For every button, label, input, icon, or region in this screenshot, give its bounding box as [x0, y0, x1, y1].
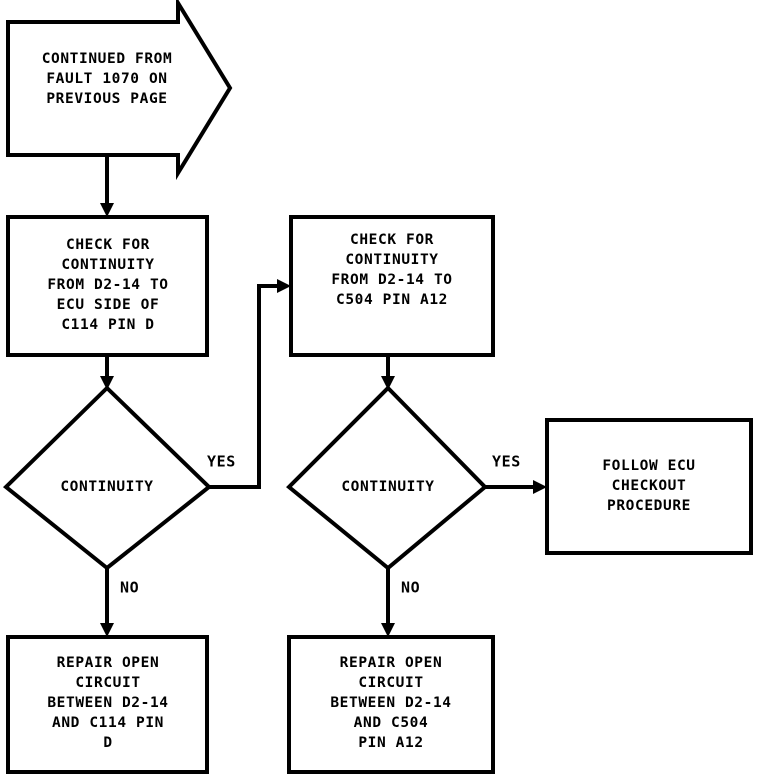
check-c504-line-3: FROM D2-14 TO — [331, 272, 452, 288]
repair-c504-box — [287, 635, 495, 774]
check-c114-line-1: CHECK FOR — [66, 237, 150, 253]
check-c114-line-4: ECU SIDE OF — [57, 297, 160, 313]
node-repair-c114: REPAIR OPEN CIRCUIT BETWEEN D2-14 AND C1… — [6, 635, 209, 774]
repair-c504-line-5: PIN A12 — [358, 735, 423, 751]
repair-c114-line-5: D — [103, 735, 112, 751]
check-c504-line-2: CONTINUITY — [345, 252, 438, 268]
repair-c114-line-4: AND C114 PIN — [52, 715, 164, 731]
connector-no-left: NO — [100, 568, 139, 637]
edge-label-yes-right: YES — [492, 453, 521, 471]
check-c114-line-2: CONTINUITY — [61, 257, 154, 273]
repair-c504-line-2: CIRCUIT — [358, 675, 423, 691]
arrow-head-down-icon — [100, 203, 114, 217]
node-follow-ecu: FOLLOW ECU CHECKOUT PROCEDURE — [545, 418, 753, 555]
continued-banner-line-3: PREVIOUS PAGE — [46, 91, 167, 107]
connector-yes-left: YES — [207, 279, 291, 489]
repair-c114-line-3: BETWEEN D2-14 — [47, 695, 168, 711]
check-c504-line-4: C504 PIN A12 — [336, 292, 448, 308]
edge-label-no-left: NO — [120, 579, 139, 597]
check-c114-line-5: C114 PIN D — [61, 317, 154, 333]
connector-banner-to-check-c114 — [100, 155, 114, 217]
continued-banner-line-2: FAULT 1070 ON — [46, 71, 167, 87]
node-check-c114: CHECK FOR CONTINUITY FROM D2-14 TO ECU S… — [6, 215, 209, 357]
node-check-c504: CHECK FOR CONTINUITY FROM D2-14 TO C504 … — [289, 215, 495, 357]
repair-c114-line-2: CIRCUIT — [75, 675, 140, 691]
decision-right-label: CONTINUITY — [341, 479, 434, 495]
follow-ecu-line-1: FOLLOW ECU — [602, 458, 695, 474]
follow-ecu-box — [545, 418, 753, 555]
arrow-head-right-icon — [533, 480, 547, 494]
node-continued-banner: CONTINUED FROM FAULT 1070 ON PREVIOUS PA… — [6, 0, 233, 181]
decision-left-shape — [2, 385, 213, 571]
arrow-head-down-icon — [381, 376, 395, 390]
repair-c504-line-1: REPAIR OPEN — [340, 655, 443, 671]
check-c504-line-1: CHECK FOR — [350, 232, 434, 248]
repair-c114-box — [6, 635, 209, 774]
follow-ecu-line-3: PROCEDURE — [607, 498, 691, 514]
node-decision-right: CONTINUITY — [286, 385, 488, 571]
node-decision-left: CONTINUITY — [2, 385, 213, 571]
repair-c114-line-1: REPAIR OPEN — [57, 655, 160, 671]
edge-label-yes-left: YES — [207, 453, 236, 471]
node-repair-c504: REPAIR OPEN CIRCUIT BETWEEN D2-14 AND C5… — [287, 635, 495, 774]
arrow-banner-shape — [6, 0, 233, 181]
connector-no-right: NO — [381, 568, 420, 637]
check-c114-line-3: FROM D2-14 TO — [47, 277, 168, 293]
connector-check-c504-to-decision-right — [381, 355, 395, 390]
repair-c504-line-3: BETWEEN D2-14 — [330, 695, 451, 711]
repair-c504-line-4: AND C504 — [354, 715, 429, 731]
arrow-head-right-icon — [277, 279, 291, 293]
connector-check-c114-to-decision-left — [100, 355, 114, 390]
check-c504-box — [289, 215, 495, 357]
edge-label-no-right: NO — [401, 579, 420, 597]
decision-left-label: CONTINUITY — [60, 479, 153, 495]
arrow-head-down-icon — [381, 623, 395, 637]
follow-ecu-line-2: CHECKOUT — [612, 478, 687, 494]
arrow-head-down-icon — [100, 623, 114, 637]
connector-yes-right: YES — [485, 453, 547, 494]
decision-right-shape — [286, 385, 488, 571]
arrow-head-down-icon — [100, 376, 114, 390]
continued-banner-line-1: CONTINUED FROM — [42, 51, 173, 67]
